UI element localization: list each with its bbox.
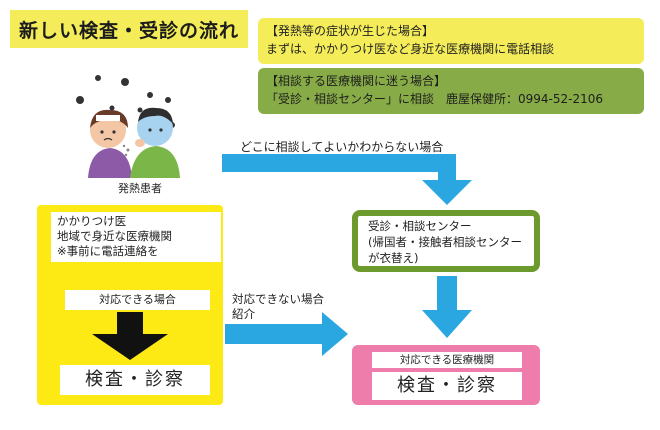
family-doctor-line: 地域で身近な医療機関: [57, 229, 172, 243]
center-down-arrow: [422, 276, 472, 338]
consultation-center-box: 受診・相談センター (帰国者・接触者相談センター が衣替え): [352, 210, 540, 272]
fever-patient-illustration: [76, 75, 180, 178]
center-line: が衣替え): [368, 251, 419, 265]
top-flow-arrow: [222, 154, 472, 205]
unsure-info-body: 「受診・相談センター」に相談 鹿屋保健所：0994-52-2106: [266, 92, 604, 106]
center-line: 受診・相談センター: [368, 219, 472, 233]
page-title: 新しい検査・受診の流れ: [10, 10, 248, 48]
unsure-info-heading: 【相談する医療機関に迷う場合】: [266, 74, 447, 88]
cannot-handle-line: 対応できない場合: [232, 292, 324, 306]
exam-left: 検査・診察: [60, 365, 210, 395]
can-handle-label: 対応できる場合: [65, 290, 210, 310]
family-doctor-line: かかりつけ医: [57, 214, 127, 228]
family-doctor-text: かかりつけ医 地域で身近な医療機関 ※事前に電話連絡を: [51, 212, 221, 262]
capable-institution-label: 対応できる医療機関: [372, 352, 522, 368]
fever-info-body: まずは、かかりつけ医など身近な医療機関に電話相談: [266, 42, 555, 56]
unsure-info-box: 【相談する医療機関に迷う場合】 「受診・相談センター」に相談 鹿屋保健所：099…: [258, 68, 644, 114]
fever-info-heading: 【発熱等の症状が生じた場合】: [266, 24, 435, 38]
referral-arrow: [225, 312, 348, 356]
patient-label: 発熱患者: [118, 182, 162, 195]
top-arrow-label: どこに相談してよいかわからない場合: [240, 140, 444, 154]
family-doctor-line: ※事前に電話連絡を: [57, 244, 159, 258]
fever-info-box: 【発熱等の症状が生じた場合】 まずは、かかりつけ医など身近な医療機関に電話相談: [258, 18, 644, 64]
referral-line: 紹介: [232, 307, 255, 321]
cannot-handle-label: 対応できない場合 紹介: [232, 292, 324, 322]
exam-right: 検査・診察: [372, 372, 522, 400]
center-line: (帰国者・接触者相談センター: [368, 235, 522, 249]
